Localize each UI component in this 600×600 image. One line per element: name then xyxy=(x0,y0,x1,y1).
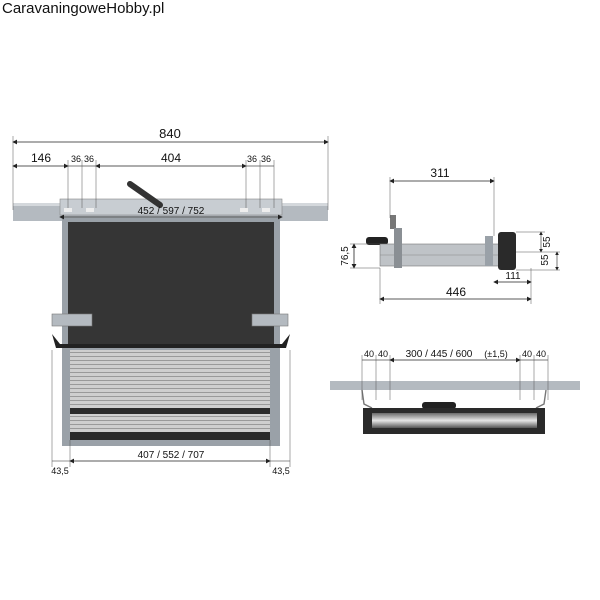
dim-gap-left-a: 36 xyxy=(71,154,81,164)
dim-overall-width: 840 xyxy=(159,126,181,141)
side-knob xyxy=(366,237,388,245)
bottom-ceiling-rail xyxy=(330,381,580,390)
dim-gap-d: 40 xyxy=(536,349,546,359)
bottom-roller xyxy=(372,413,537,428)
dim-span: 300 / 445 / 600 xyxy=(406,349,473,360)
dim-bottom-length: 446 xyxy=(446,285,466,299)
dim-gap-a: 40 xyxy=(364,349,374,359)
right-clip xyxy=(251,313,289,327)
dim-gap-left-b: 36 xyxy=(84,154,94,164)
handle xyxy=(127,181,163,208)
dim-rail-width: 452 / 597 / 752 xyxy=(138,206,205,217)
left-clip xyxy=(51,313,93,327)
pleated-blind xyxy=(70,350,270,440)
dim-bottom-short: 111 xyxy=(505,271,521,282)
front-view: 840 146 36 36 404 36 36 452 / 597 / 752 … xyxy=(12,126,329,476)
dark-screen xyxy=(68,222,274,344)
dim-side-left: 43,5 xyxy=(51,466,69,476)
dim-mount-span: 404 xyxy=(161,151,181,165)
dim-gap-c: 40 xyxy=(522,349,532,359)
dim-height-right-a: 55 xyxy=(542,236,553,248)
bottom-view: 40 40 300 / 445 / 600 (±1,5) 40 40 xyxy=(330,349,580,434)
bottom-handle xyxy=(422,402,456,409)
dim-tolerance: (±1,5) xyxy=(484,349,507,359)
watermark-text: CaravaningoweHobby.pl xyxy=(2,0,165,17)
side-end-cap xyxy=(498,232,516,270)
dim-screen-width: 407 / 552 / 707 xyxy=(138,450,205,461)
dim-top-length: 311 xyxy=(430,166,449,180)
dim-left-offset: 146 xyxy=(31,151,51,165)
bottom-bar xyxy=(52,334,290,348)
dim-height-left: 76,5 xyxy=(340,246,351,266)
dim-gap-right-b: 36 xyxy=(261,154,271,164)
dim-side-right: 43,5 xyxy=(272,466,290,476)
dim-height-right-b: 55 xyxy=(540,254,551,266)
dim-gap-right-a: 36 xyxy=(247,154,257,164)
side-view: 311 76,5 55 55 111 446 xyxy=(340,166,560,304)
dim-gap-b: 40 xyxy=(378,349,388,359)
